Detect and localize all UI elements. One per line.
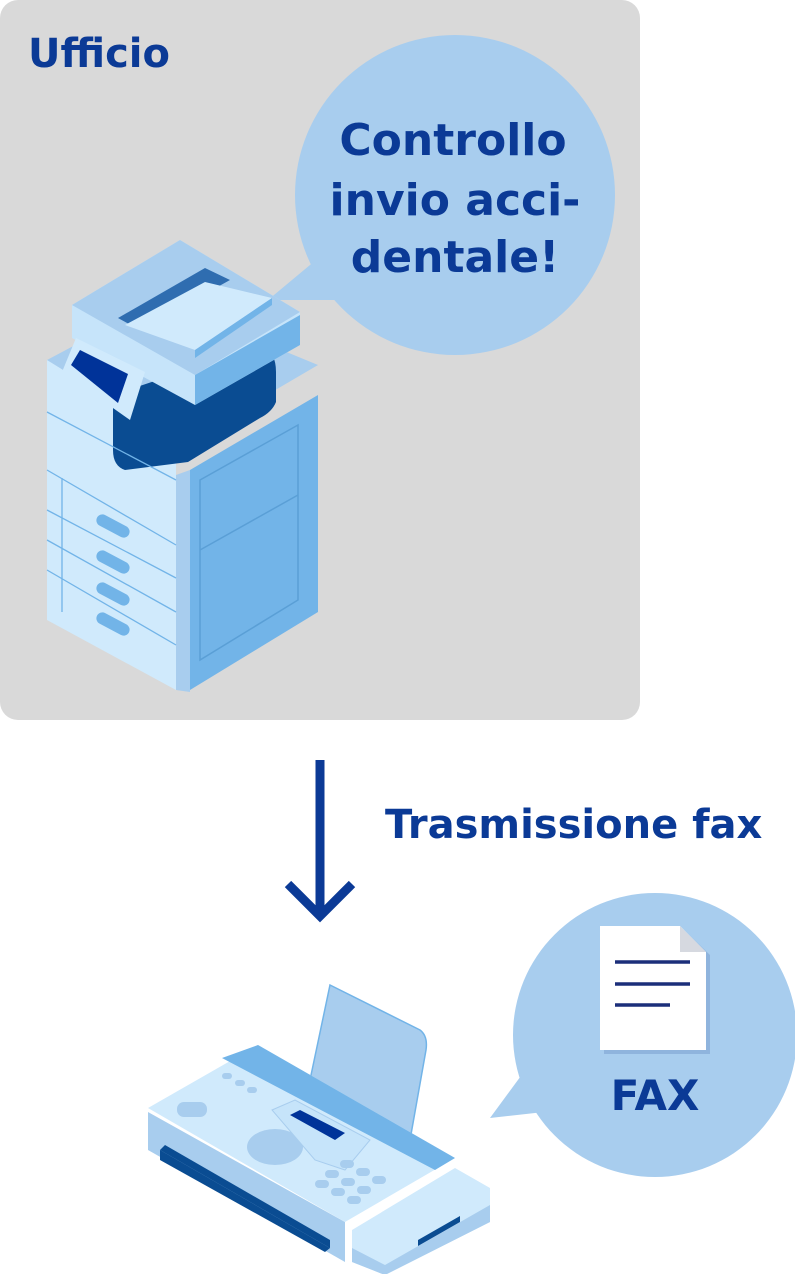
arrow-down-icon [284, 760, 356, 923]
speech-bubble-fax: FAX [490, 893, 795, 1177]
multifunction-printer-icon [46, 240, 318, 692]
bubble-line-3: dentale! [351, 232, 559, 283]
speech-bubble-office: Controllo invio acci- dentale! [268, 35, 615, 355]
bubble-line-1: Controllo [339, 115, 566, 166]
office-label: Ufficio [28, 31, 170, 77]
fax-label: FAX [611, 1071, 700, 1120]
bubble-line-2: invio acci- [330, 175, 581, 226]
transmission-label: Trasmissione fax [385, 802, 763, 848]
document-icon [600, 926, 710, 1054]
fax-machine-icon [148, 983, 490, 1274]
